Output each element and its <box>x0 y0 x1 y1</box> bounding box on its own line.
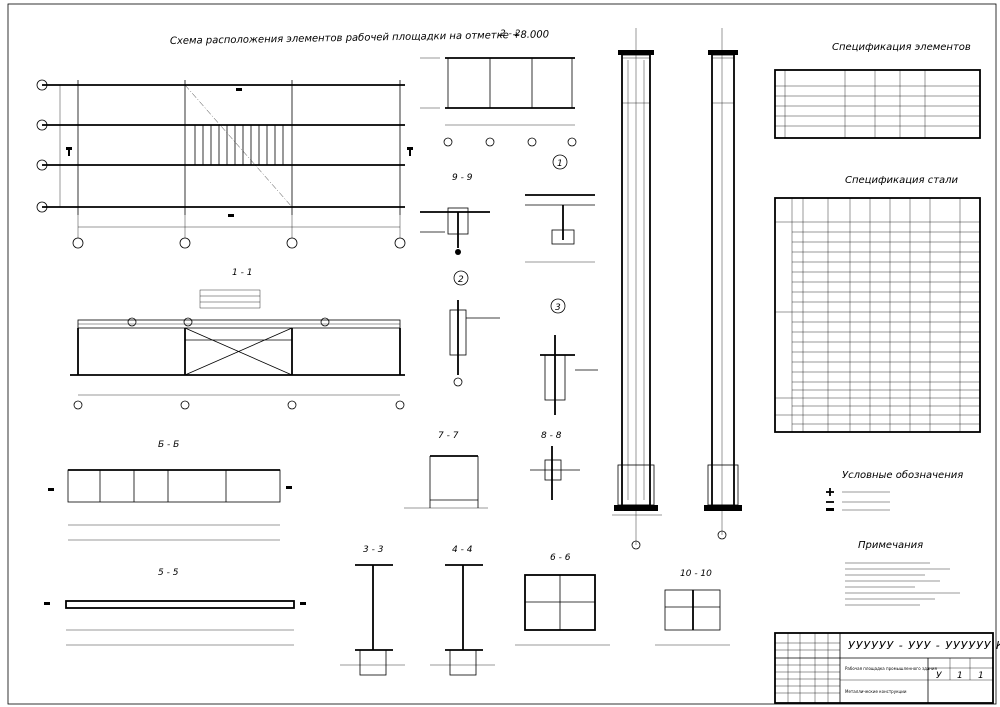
section-9-9-title: 9 - 9 <box>452 173 473 183</box>
stamp-drawing: Металлические конструкции <box>845 689 907 694</box>
section-9-9: 9 - 9 <box>420 173 490 255</box>
section-4-4-title: 4 - 4 <box>452 545 473 555</box>
node-3: 3 <box>540 298 598 415</box>
column-elevation-2 <box>704 28 742 540</box>
node-1-label: 1 <box>557 159 563 169</box>
section-10-10-title: 10 - 10 <box>680 569 712 579</box>
section-8-8-title: 8 - 8 <box>541 431 562 441</box>
spec-elements-title: Спецификация элементов <box>832 42 971 53</box>
plan-view: Схема расположения элементов рабочей пло… <box>36 28 549 249</box>
section-5-5-title: 5 - 5 <box>158 568 179 578</box>
stamp-project: Рабочая площадка промышленного здания <box>845 666 938 671</box>
section-3-3-title: 3 - 3 <box>363 545 384 555</box>
section-2-2-title: 2 - 2 <box>500 29 521 39</box>
section-3-3: 3 - 3 <box>340 545 405 676</box>
section-6-6-title: 6 - 6 <box>550 553 571 563</box>
plan-title: Схема расположения элементов рабочей пло… <box>170 28 549 47</box>
section-8-8: 8 - 8 <box>530 431 580 500</box>
notes-title: Примечания <box>858 540 923 551</box>
spec-steel-title: Спецификация стали <box>845 175 959 186</box>
section-1-1: 1 - 1 <box>70 268 405 410</box>
column-elevation-1 <box>612 28 662 550</box>
stamp-sheets-total: 1 <box>978 671 984 681</box>
section-2-2: 2 - 2 <box>420 29 577 147</box>
section-7-7: 7 - 7 <box>404 431 488 509</box>
section-5-5: 5 - 5 <box>44 568 306 646</box>
node-1: 1 <box>525 154 595 263</box>
section-6-6: 6 - 6 <box>515 553 610 646</box>
sheet-frame <box>7 3 997 705</box>
node-3-label: 3 <box>555 303 561 313</box>
section-b-b-title: Б - Б <box>158 440 179 450</box>
section-1-1-title: 1 - 1 <box>232 268 252 278</box>
legend: Условные обозначения <box>826 469 963 511</box>
section-b-b: Б - Б <box>48 440 292 541</box>
title-block: УУУУУУ - УУУ - УУУУУУ КМ Рабочая площадк… <box>774 632 1000 704</box>
node-2: 2 <box>449 270 500 387</box>
stamp-sheet-no: 1 <box>957 671 963 681</box>
section-7-7-title: 7 - 7 <box>438 431 459 441</box>
section-10-10: 10 - 10 <box>655 569 730 646</box>
notes: Примечания <box>845 540 960 606</box>
stamp-stage: У <box>936 671 942 681</box>
stamp-code: УУУУУУ - УУУ - УУУУУУ КМ <box>848 639 1000 652</box>
spec-elements-table: Спецификация элементов <box>774 42 981 139</box>
spec-steel-table: Спецификация стали <box>774 175 981 433</box>
section-4-4: 4 - 4 <box>430 545 495 676</box>
node-2-label: 2 <box>458 275 464 285</box>
legend-title: Условные обозначения <box>842 469 963 481</box>
